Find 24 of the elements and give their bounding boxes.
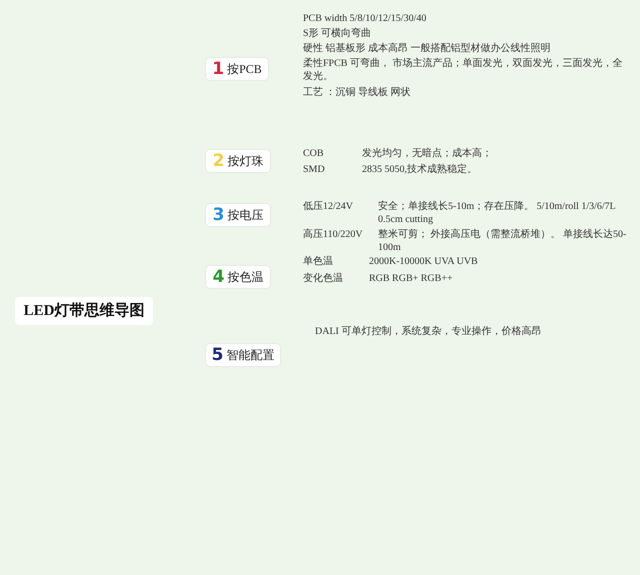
detail-text: 变化色温 xyxy=(303,272,343,285)
detail-text: RGB RGB+ RGB++ xyxy=(369,272,453,285)
branch-topic-box: 3 按电压 xyxy=(206,204,270,226)
branch-topic-box: 4 按色温 xyxy=(206,266,270,288)
detail-text: 柔性FPCB 可弯曲， 市场主流产品；单面发光，双面发光，三面发光，全发光。 xyxy=(303,57,623,83)
detail-text: DALI 可单灯控制，系统复杂，专业操作，价格高昂 xyxy=(315,325,542,338)
root-topic-box: LED灯带思维导图 xyxy=(15,297,153,325)
detail-text: 安全；单接线长5-10m；存在压降。 5/10m/roll 1/3/6/7L 0.5cm cutting xyxy=(378,200,616,226)
detail-text: COB xyxy=(303,147,324,160)
detail-text: 低压12/24V xyxy=(303,200,353,213)
detail-text: 2000K-10000K UVA UVB xyxy=(369,255,478,268)
branch-topic-box: 2 按灯珠 xyxy=(206,150,270,172)
detail-text: 整米可剪； 外接高压电（需整流桥堆）。 单接线长达50-100m xyxy=(378,228,628,254)
detail-text: 硬性 铝基板形 成本高昂 一般搭配铝型材做办公线性照明 xyxy=(303,42,550,55)
detail-text: PCB width 5/8/10/12/15/30/40 xyxy=(303,12,426,25)
detail-text: S形 可横向弯曲 xyxy=(303,27,372,40)
branch-topic-box: 1 按PCB xyxy=(206,58,268,80)
detail-text: SMD xyxy=(303,163,325,176)
detail-text: 单色温 xyxy=(303,255,333,268)
detail-text: 高压110/220V xyxy=(303,228,363,241)
detail-text: 工艺 ：沉铜 导线板 网状 xyxy=(303,86,410,99)
detail-text: 2835 5050,技术成熟稳定。 xyxy=(362,163,477,176)
branch-topic-box: 5 智能配置 xyxy=(206,344,280,366)
detail-text: 发光均匀，无暗点；成本高； xyxy=(362,147,492,160)
